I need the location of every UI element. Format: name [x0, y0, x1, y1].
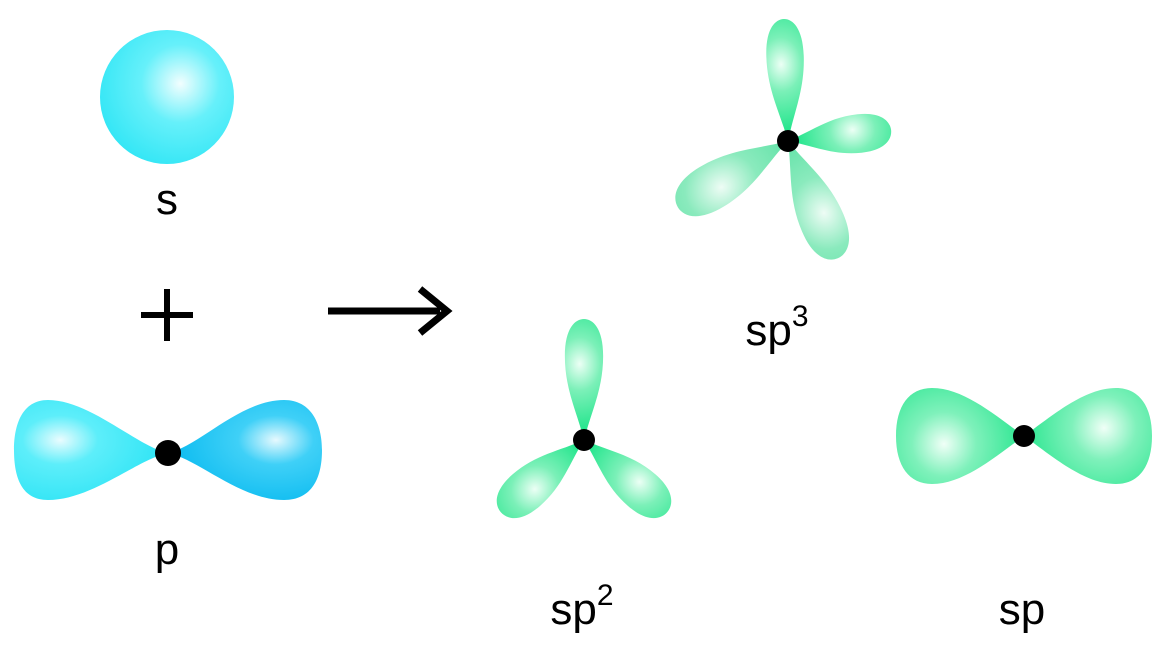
p-label: p: [155, 525, 179, 574]
sp-lobe-right: [1024, 388, 1152, 484]
sp2-label-exponent: 2: [597, 579, 614, 612]
sp3-orbital: [665, 18, 894, 268]
sp2-label: sp2: [550, 579, 613, 634]
p-orbital: [14, 400, 322, 500]
p-nucleus: [155, 440, 181, 466]
sp3-nucleus: [777, 130, 799, 152]
sp2-orbital: [487, 319, 681, 529]
sp3-lobe-right: [785, 110, 894, 161]
p-orbital-lobe-right: [168, 400, 322, 500]
sp2-label-base: sp: [550, 585, 596, 634]
sp2-lobe-up: [564, 319, 604, 440]
sp3-label: sp3: [745, 300, 808, 355]
sp-nucleus: [1013, 425, 1035, 447]
sp-orbital: [896, 388, 1152, 484]
s-label: s: [156, 175, 178, 224]
sp-label: sp: [999, 585, 1045, 634]
s-orbital: [100, 30, 234, 164]
sp3-label-base: sp: [745, 306, 791, 355]
sp3-label-exponent: 3: [792, 300, 809, 333]
sp3-lobe-up: [765, 18, 807, 142]
plus-symbol: [141, 289, 193, 341]
sp2-nucleus: [573, 429, 595, 451]
sp-lobe-left: [896, 388, 1024, 484]
p-orbital-lobe-left: [14, 400, 168, 500]
reaction-arrow: [328, 286, 453, 336]
